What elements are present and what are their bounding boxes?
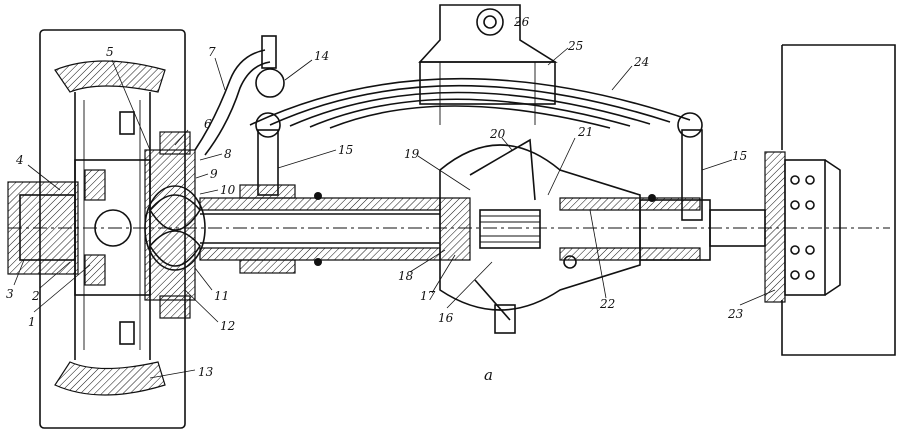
callout-25: 25 xyxy=(567,39,583,53)
callout-11: 11 xyxy=(214,289,229,303)
steering-arm xyxy=(194,35,285,156)
callout-leaders xyxy=(13,21,776,379)
callout-3: 3 xyxy=(6,287,14,301)
steering-knuckle xyxy=(144,131,206,319)
right-wheel-tire xyxy=(781,44,896,356)
callout-12: 12 xyxy=(220,319,235,333)
leaf-spring xyxy=(249,77,703,138)
callout-15-left: 15 xyxy=(338,143,353,157)
callout-10: 10 xyxy=(220,183,236,197)
callout-14: 14 xyxy=(314,49,329,63)
callout-17: 17 xyxy=(420,289,436,303)
callout-13: 13 xyxy=(198,365,214,379)
callout-8: 8 xyxy=(224,147,232,161)
callout-18: 18 xyxy=(398,269,414,283)
left-wheel-tire xyxy=(39,29,186,429)
callout-24: 24 xyxy=(633,55,649,69)
callout-4: 4 xyxy=(15,153,24,167)
spring-shackles xyxy=(257,129,703,221)
callout-23: 23 xyxy=(727,307,744,321)
callout-16: 16 xyxy=(438,311,454,325)
callout-26: 26 xyxy=(513,15,530,29)
callout-19: 19 xyxy=(404,147,420,161)
callout-2: 2 xyxy=(31,289,40,303)
axle-housing-left xyxy=(199,184,441,274)
callout-6: 6 xyxy=(204,117,212,131)
callout-5: 5 xyxy=(106,45,114,59)
callout-15-right: 15 xyxy=(732,149,747,163)
callout-21: 21 xyxy=(577,125,593,139)
callout-1: 1 xyxy=(28,315,36,329)
spring-bracket xyxy=(418,4,558,125)
figure-caption: а xyxy=(484,366,493,384)
callout-7: 7 xyxy=(208,45,216,59)
callout-22: 22 xyxy=(599,297,615,311)
callout-9: 9 xyxy=(210,167,218,181)
left-hub-assembly xyxy=(7,111,890,345)
callout-20: 20 xyxy=(489,127,506,141)
right-hub-flange xyxy=(764,151,841,303)
axle-housing-right xyxy=(559,194,766,261)
